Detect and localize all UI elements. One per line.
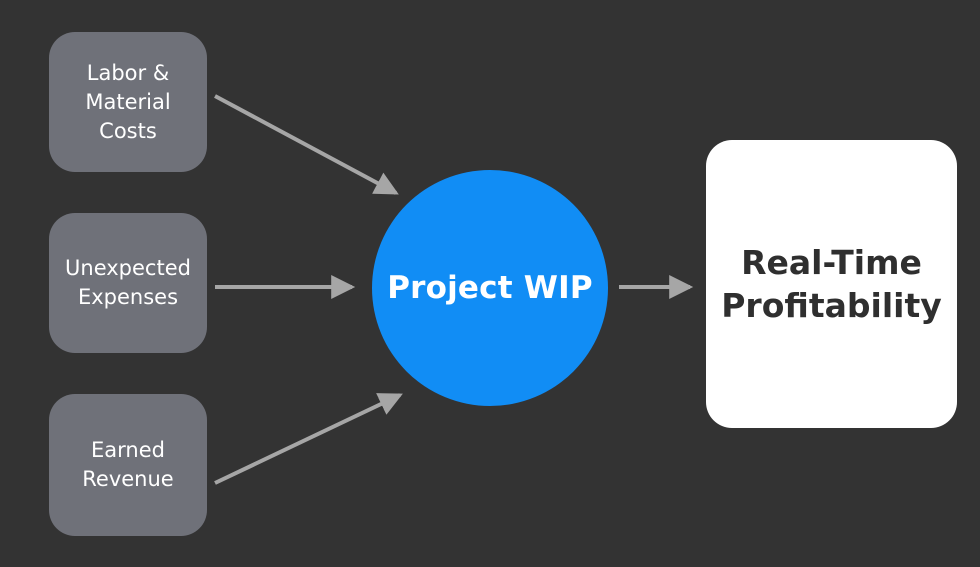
project-wip-node: Project WIP bbox=[372, 170, 608, 406]
input-node-earned-revenue: Earned Revenue bbox=[49, 394, 207, 536]
project-wip-label: Project WIP bbox=[387, 270, 593, 306]
input-node-label: Unexpected Expenses bbox=[65, 256, 191, 309]
arrow-labor-to-wip bbox=[214, 94, 399, 195]
input-node-labor-material-costs: Labor & Material Costs bbox=[49, 32, 207, 172]
input-node-label: Earned Revenue bbox=[82, 438, 174, 491]
real-time-profitability-label: Real-Time Profitability bbox=[721, 243, 942, 325]
input-node-label: Labor & Material Costs bbox=[85, 60, 171, 143]
real-time-profitability-node: Real-Time Profitability bbox=[706, 140, 957, 428]
input-node-unexpected-expenses: Unexpected Expenses bbox=[49, 213, 207, 353]
arrow-revenue-to-wip bbox=[214, 393, 403, 485]
